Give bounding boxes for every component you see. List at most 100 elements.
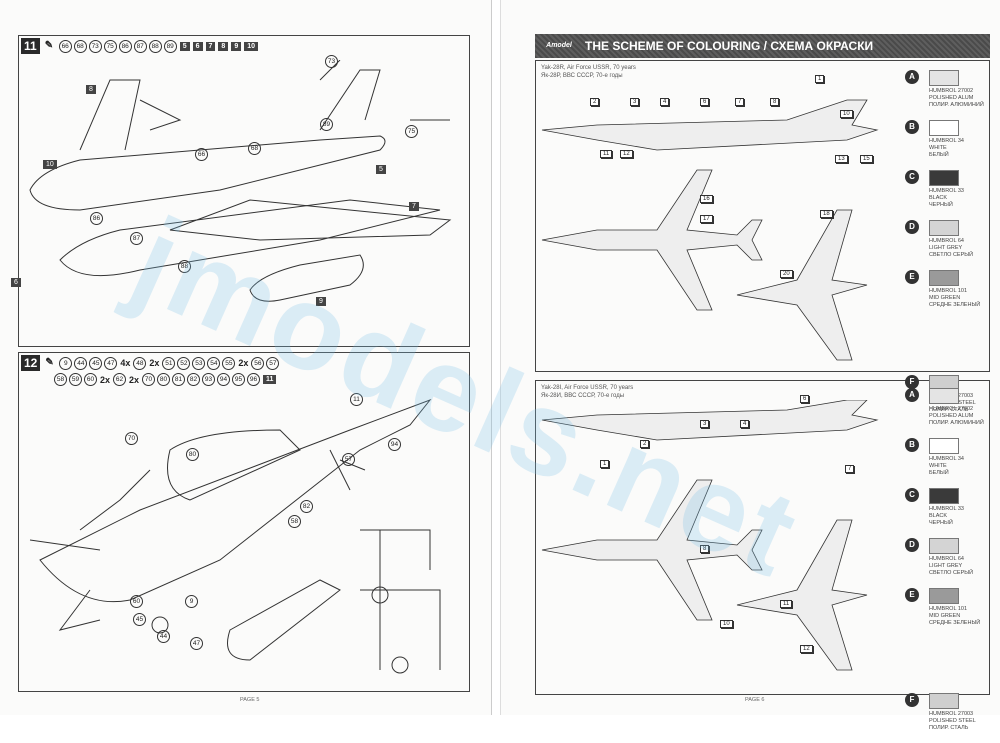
decal-number: 11 [600,150,613,158]
part-number: 81 [172,373,186,386]
decal-number: 15 [860,155,873,163]
scheme-1-drawing [541,99,879,361]
paint-ru: ЧЕРНЫЙ [929,520,953,526]
paint-en: POLISHED ALUM [929,413,974,419]
decal-number: 1 [815,75,825,83]
paint-code-badge: C [905,488,919,502]
part-number: 80 [157,373,171,386]
paint-humbrol: HUMBROL 27002 [929,88,974,94]
callout: 6 [11,278,21,287]
decal-number: 3 [700,420,710,428]
callout: 73 [325,55,338,68]
callout: 87 [130,232,143,245]
part-number: 57 [266,356,280,370]
paint-swatch [929,270,959,286]
step-number: 11 [21,38,40,54]
page-number: PAGE 5 [240,697,260,703]
paint-swatch [929,70,959,86]
subassembly-number: 5 [179,41,190,51]
paint-ru: ПОЛИР. СТАЛЬ [929,725,969,731]
scheme-1-panel [535,60,990,372]
part-number: 68 [73,39,87,53]
paint-humbrol: HUMBROL 33 [929,506,964,512]
paint-code-badge: E [905,588,919,602]
paint-en: BLACK [929,195,948,201]
subassembly-number: 6 [192,41,203,51]
callout: 88 [178,260,191,273]
page-number: PAGE 6 [745,697,765,703]
part-number: 86 [118,39,132,53]
paint-humbrol: HUMBROL 101 [929,606,968,612]
paint-humbrol: HUMBROL 27003 [929,711,974,717]
paint-swatch [929,438,959,454]
paint-en: POLISHED STEEL [929,718,976,724]
callout: 86 [90,212,103,225]
callout: 8 [86,85,96,94]
callout: 68 [248,142,261,155]
part-number: 70 [142,373,156,386]
paint-swatch [929,538,959,554]
paint-ru: ЧЕРНЫЙ [929,202,953,208]
part-number: 62 [113,373,127,386]
decal-number: 10 [840,110,853,118]
decal-number: 13 [835,155,848,163]
part-number: 96 [247,373,261,386]
part-number: 89 [163,39,177,53]
step-11-panel [18,35,470,347]
part-number: 44 [74,356,88,370]
step-12-panel [18,352,470,692]
quantity-multiplier: 2x [238,358,249,368]
part-number: 66 [58,39,72,53]
decal-number: 12 [800,645,813,653]
paint-ru: СРЕДНЕ ЗЕЛЕНЫЙ [929,302,981,308]
paint-swatch [929,220,959,236]
paint-humbrol: HUMBROL 27002 [929,406,974,412]
paint-code-badge: F [905,375,919,389]
paint-code-badge: A [905,70,919,84]
decal-number: 1 [600,460,610,468]
decal-number: 7 [735,98,745,106]
paint-code-badge: F [905,693,919,707]
paint-humbrol: HUMBROL 64 [929,238,964,244]
callout: 75 [405,125,418,138]
quantity-multiplier: 4x [120,358,131,368]
paint-code-badge: D [905,538,919,552]
paint-humbrol: HUMBROL 33 [929,188,964,194]
paint-swatch [929,588,959,604]
decal-number: 4 [660,98,670,106]
callout: 89 [320,118,333,131]
decal-number: 12 [620,150,633,158]
part-number: 56 [251,356,265,370]
paint-ru: ПОЛИР. АЛЮМИНИЙ [929,102,984,108]
callout: 47 [190,637,203,650]
paint-en: MID GREEN [929,295,961,301]
part-number: 9 [59,356,73,370]
subassembly-number: 10 [244,41,259,51]
part-number: 52 [177,356,191,370]
callout: 9 [316,297,326,306]
part-number: 55 [222,356,236,370]
quantity-multiplier: 2x [129,374,140,385]
paint-swatch [929,388,959,404]
paint-humbrol: HUMBROL 34 [929,456,964,462]
step-11-drawing [29,60,452,302]
glue-icon: ✎ [44,40,54,51]
paint-humbrol: HUMBROL 34 [929,138,964,144]
paint-code-badge: D [905,220,919,234]
callout: 70 [125,432,138,445]
decal-number: 20 [780,270,793,278]
scheme-2-panel [535,380,990,695]
decal-number: 2 [590,98,600,106]
